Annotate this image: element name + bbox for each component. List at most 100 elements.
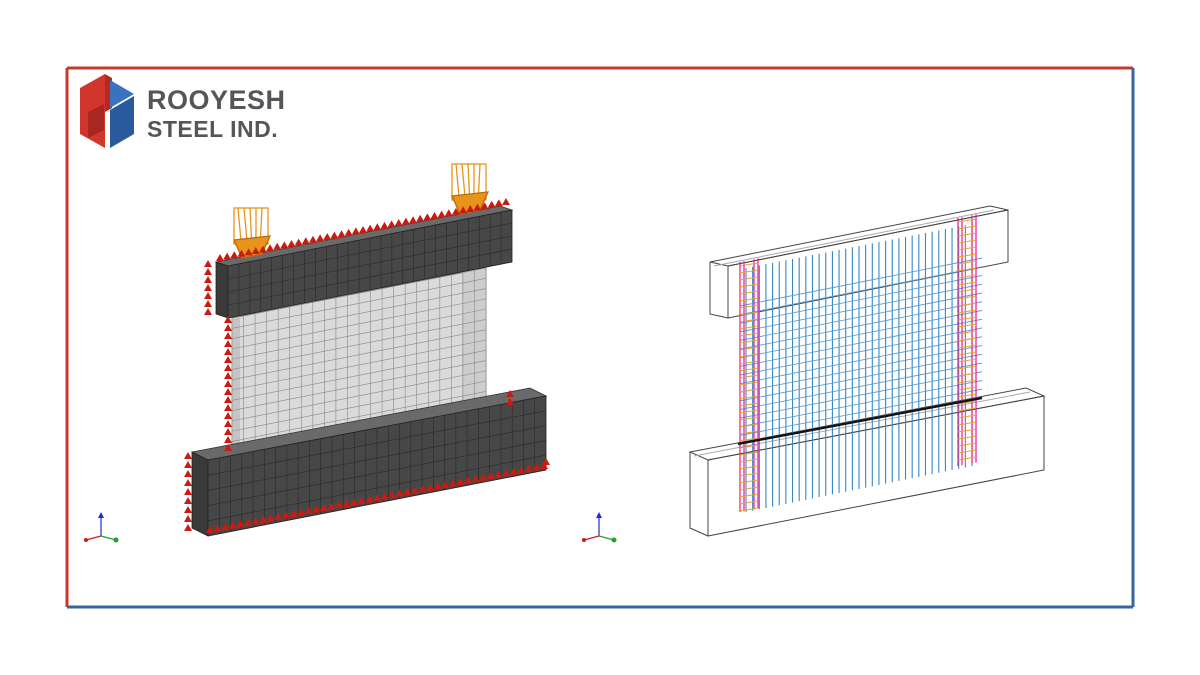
support-marker (251, 517, 260, 525)
axis-triad-left-icon (84, 512, 119, 543)
stirrup-tie (739, 367, 759, 372)
support-marker (395, 489, 404, 497)
support-marker (184, 524, 192, 531)
frame-border (65, 66, 1135, 609)
support-marker (416, 214, 425, 222)
stirrup-tie (957, 281, 977, 286)
stirrup-tie (739, 437, 759, 442)
support-marker (221, 523, 230, 531)
support-marker (224, 428, 232, 435)
support-marker (433, 482, 442, 490)
company-logo-icon (80, 74, 134, 148)
stirrup-tie (739, 339, 759, 344)
support-marker (327, 502, 336, 510)
stirrup-tie (957, 239, 977, 244)
stirrup-tie (739, 283, 759, 288)
stirrup-tie (739, 395, 759, 400)
support-marker (380, 221, 389, 229)
horizontal-rebar (739, 301, 983, 350)
support-marker (444, 209, 453, 217)
stirrup-tie (739, 423, 759, 428)
support-marker (204, 300, 212, 307)
bottom-beam (190, 387, 548, 537)
horizontal-rebar (739, 336, 983, 385)
support-marker (494, 199, 503, 207)
stirrup-tie (739, 353, 759, 358)
support-marker (319, 504, 328, 512)
mesh-model-view (84, 163, 550, 543)
support-marker (304, 507, 313, 515)
support-marker (441, 480, 450, 488)
support-marker (351, 227, 360, 235)
support-marker (287, 240, 296, 247)
stirrup-tie (739, 374, 759, 379)
support-marker (437, 210, 446, 218)
support-marker (506, 390, 514, 397)
support-marker (204, 308, 212, 315)
support-marker (206, 526, 214, 533)
stirrup-tie (739, 402, 759, 407)
support-marker (350, 498, 359, 506)
stirrup-tie (957, 386, 977, 391)
stirrup-tie (739, 430, 759, 435)
support-marker (224, 332, 232, 339)
support-marker (357, 496, 366, 504)
support-marker (294, 238, 303, 246)
stirrup-tie (957, 218, 977, 223)
stirrup-tie (957, 358, 977, 363)
support-marker (323, 233, 332, 240)
support-marker (344, 228, 353, 236)
stirrup-tie (957, 414, 977, 419)
stirrup-tie (739, 465, 759, 470)
stirrup-tie (957, 316, 977, 321)
stirrup-tie (739, 325, 759, 330)
beam-mesh-line (207, 425, 547, 491)
support-marker (184, 506, 192, 513)
support-marker (426, 483, 435, 491)
stirrup-tie (957, 302, 977, 307)
support-marker (410, 486, 419, 494)
support-marker (308, 235, 317, 243)
stirrup-tie (957, 274, 977, 279)
support-marker (204, 292, 212, 299)
beam-mesh-line (227, 248, 513, 306)
support-marker (430, 212, 439, 219)
wall-mesh-line (231, 391, 487, 442)
stirrup-tie (957, 267, 977, 272)
support-marker (184, 452, 192, 459)
company-name-line1: ROOYESH (147, 85, 286, 115)
stirrup-tie (957, 260, 977, 265)
support-marker (224, 356, 232, 363)
support-marker (274, 512, 283, 520)
support-marker (224, 372, 232, 379)
support-marker (224, 388, 232, 395)
support-marker (464, 476, 473, 484)
support-marker (259, 515, 268, 523)
support-marker (502, 469, 511, 477)
wall-mesh-line (231, 319, 487, 370)
support-marker (466, 205, 475, 212)
stirrup-tie (739, 458, 759, 463)
stirrup-tie (957, 365, 977, 370)
support-marker (224, 444, 232, 451)
support-marker (524, 464, 533, 472)
stirrup-tie (739, 493, 759, 498)
wall-mesh-line (231, 380, 487, 432)
stirrup-tie (957, 372, 977, 377)
beam-mesh-line (207, 454, 547, 522)
company-name-line2: STEEL IND. (147, 116, 279, 142)
stirrup-tie (957, 442, 977, 447)
stirrup-tie (739, 416, 759, 421)
stirrup-tie (739, 479, 759, 484)
wall-mesh-line (231, 267, 487, 319)
stirrup-tie (739, 444, 759, 449)
stirrup-tie (957, 400, 977, 405)
stirrup-tie (739, 304, 759, 309)
horizontal-rebar (739, 275, 983, 324)
stirrup-tie (739, 290, 759, 295)
horizontal-rebar (739, 310, 983, 359)
support-marker (266, 514, 275, 522)
horizontal-rebar (739, 371, 983, 419)
support-marker (266, 244, 275, 252)
support-marker (456, 478, 465, 485)
